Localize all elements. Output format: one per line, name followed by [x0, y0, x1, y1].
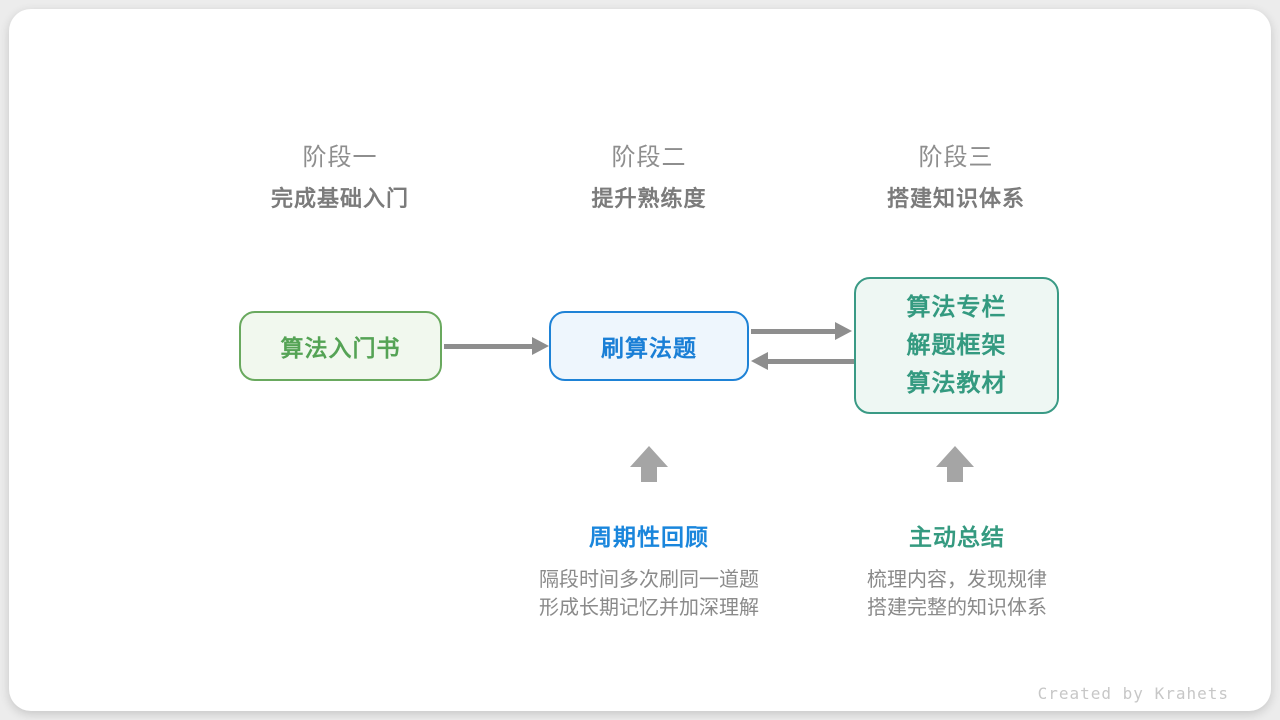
- up-arrow-tail: [641, 467, 657, 482]
- arrow-shaft: [751, 328, 837, 334]
- node-practice-problems: 刷算法题: [549, 311, 749, 381]
- node-knowledge-resources: 算法专栏 解题框架 算法教材: [854, 277, 1059, 414]
- annotation-desc-line-1: 隔段时间多次刷同一道题: [539, 569, 759, 591]
- stage-1-label: 阶段一: [302, 144, 378, 171]
- arrow-right-stage1-to-stage2: [444, 337, 549, 355]
- diagram-card: 阶段一 阶段二 阶段三 完成基础入门 提升熟练度 搭建知识体系 算法入门书 刷算…: [9, 9, 1271, 711]
- up-arrow-head: [936, 446, 974, 467]
- node-knowledge-resources-line-1: 算法专栏: [906, 293, 1007, 321]
- annotation-periodic-review-title: 周期性回顾: [589, 524, 709, 550]
- arrow-right-stage2-to-stage3: [751, 322, 852, 340]
- up-arrow-icon-summarize: [936, 446, 974, 482]
- up-arrow-head: [630, 446, 668, 467]
- node-intro-book: 算法入门书: [239, 311, 442, 381]
- arrow-left-stage3-to-stage2: [751, 352, 854, 370]
- up-arrow-icon-review: [630, 446, 668, 482]
- node-knowledge-resources-line-2: 解题框架: [906, 331, 1007, 359]
- arrow-head-right-icon: [835, 322, 852, 340]
- annotation-active-summary-desc: 梳理内容，发现规律 搭建完整的知识体系: [867, 566, 1047, 622]
- node-practice-problems-label: 刷算法题: [601, 335, 697, 361]
- stage-1-subtitle: 完成基础入门: [270, 186, 410, 211]
- arrow-head-right-icon: [532, 337, 549, 355]
- stage-2-subtitle: 提升熟练度: [591, 186, 707, 211]
- stage-3-label: 阶段三: [918, 144, 994, 171]
- arrow-shaft: [766, 358, 854, 364]
- annotation-active-summary-title: 主动总结: [909, 524, 1005, 550]
- credit-text: Created by Krahets: [1037, 684, 1229, 703]
- arrow-head-left-icon: [751, 352, 768, 370]
- arrow-shaft: [444, 343, 534, 349]
- annotation-desc-line-2: 搭建完整的知识体系: [867, 597, 1047, 619]
- stage-2-label: 阶段二: [611, 144, 687, 171]
- stage-3-subtitle: 搭建知识体系: [886, 186, 1026, 211]
- node-intro-book-label: 算法入门书: [280, 335, 401, 361]
- annotation-periodic-review-desc: 隔段时间多次刷同一道题 形成长期记忆并加深理解: [539, 566, 759, 622]
- annotation-desc-line-1: 梳理内容，发现规律: [867, 569, 1047, 591]
- annotation-desc-line-2: 形成长期记忆并加深理解: [539, 597, 759, 619]
- node-knowledge-resources-line-3: 算法教材: [906, 369, 1007, 397]
- up-arrow-tail: [947, 467, 963, 482]
